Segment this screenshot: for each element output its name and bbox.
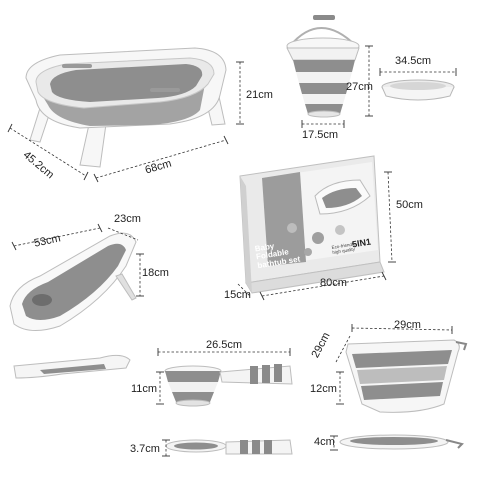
seat-height-label: 18cm — [142, 267, 169, 279]
seat-width-label: 23cm — [114, 213, 141, 225]
ladle-folded-height-label: 3.7cm — [130, 443, 160, 455]
bucket-diameter-label: 17.5cm — [302, 129, 339, 141]
basin-illustration — [345, 339, 468, 413]
box-length-label: 80cm — [320, 277, 347, 289]
ladle-length-label: 26.5cm — [206, 339, 243, 351]
bucket-lid-illustration — [381, 79, 455, 101]
bath-seat-illustration — [9, 232, 137, 331]
ladle-illustration — [164, 364, 293, 407]
folded-seat-illustration — [13, 354, 131, 379]
basin-length-label: 29cm — [394, 319, 421, 331]
folded-ladle-illustration — [165, 439, 293, 455]
folded-basin-illustration — [339, 434, 464, 450]
bucket-lid-diameter-label: 34.5cm — [395, 55, 432, 67]
box-depth-label: 15cm — [224, 289, 251, 301]
box-height-label: 50cm — [396, 199, 423, 211]
bucket-height-label: 27cm — [346, 81, 373, 93]
basin-height-label: 12cm — [310, 383, 337, 395]
package-box-illustration — [239, 155, 385, 294]
basin-folded-height-label: 4cm — [314, 436, 335, 448]
bathtub-height-label: 21cm — [246, 89, 273, 101]
bathtub-illustration — [25, 47, 227, 168]
bucket-illustration — [286, 15, 360, 118]
ladle-height-label: 11cm — [131, 383, 158, 395]
